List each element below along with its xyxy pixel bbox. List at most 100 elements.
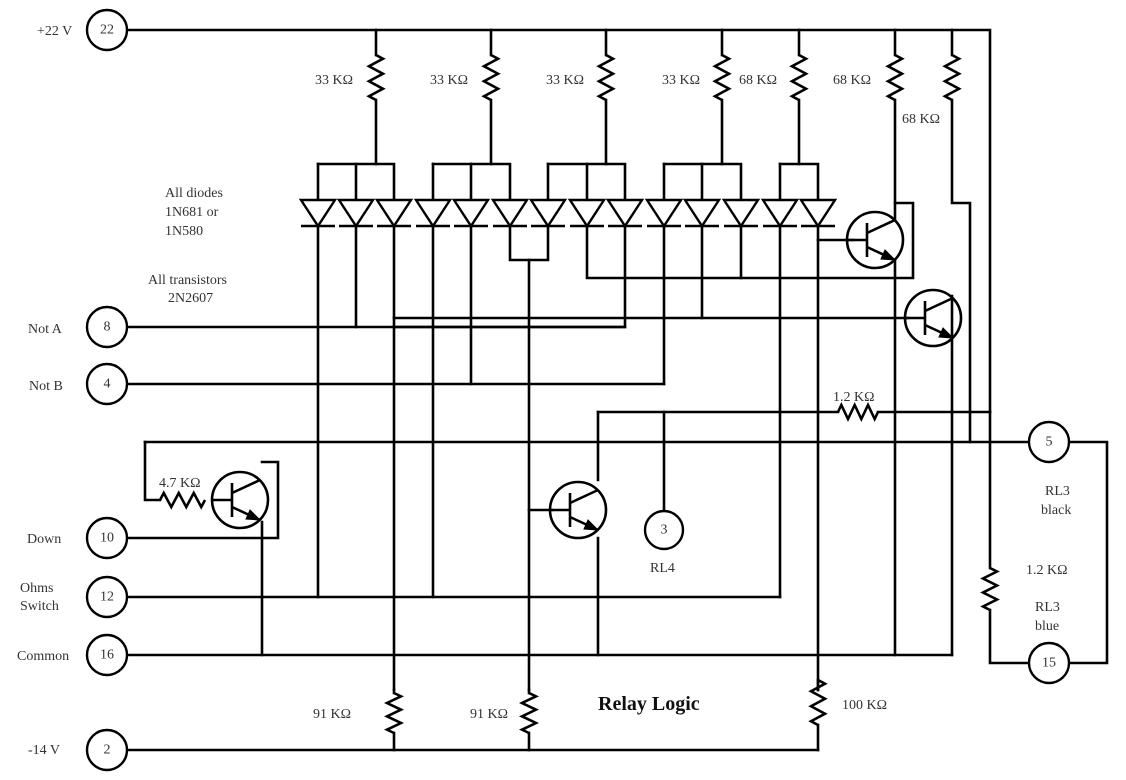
terminal-number: 16 (100, 648, 114, 663)
resistor-r3 (596, 53, 616, 102)
terminal-number: 2 (104, 743, 111, 758)
terminal-circle (85, 575, 129, 619)
terminal-label-15-line1: RL3 (1035, 600, 1060, 615)
transistor-q2 (903, 288, 963, 348)
wire-16 (431, 162, 512, 202)
diode-triangle (413, 198, 453, 229)
resistor-label-r3: 33 KΩ (546, 73, 584, 88)
wire-13 (316, 162, 396, 202)
resistor-label-r11: 91 KΩ (313, 707, 351, 722)
terminal-22: 22 (85, 8, 129, 52)
resistor-r7 (942, 53, 962, 102)
terminal-label-5-line2: black (1041, 503, 1071, 518)
diode-5 (451, 198, 491, 229)
terminal-circle (85, 305, 129, 349)
terminal-circle (85, 8, 129, 52)
terminal-number: 5 (1046, 435, 1053, 450)
resistor-label-r13: 100 KΩ (842, 698, 887, 713)
terminal-number: 12 (100, 590, 114, 605)
diode-triangle (490, 198, 530, 229)
labels: +22 V Not A Not B Down Ohms Switch Commo… (17, 24, 1071, 758)
terminal-15: 15 (1027, 641, 1071, 685)
terminal-number: 8 (104, 320, 111, 335)
diode-2 (336, 198, 376, 229)
resistor-label-r2: 33 KΩ (430, 73, 468, 88)
wire-63 (1066, 440, 1109, 665)
diode-1 (298, 198, 338, 229)
diode-triangle (451, 198, 491, 229)
terminal-label-12-line1: Ohms (20, 581, 53, 596)
resistor-label-r6: 68 KΩ (833, 73, 871, 88)
transistor-q1 (845, 210, 905, 270)
terminal-3: 3 (643, 509, 685, 551)
resistor-r12 (518, 691, 540, 735)
transistor-q3 (210, 470, 270, 530)
diode-triangle (528, 198, 568, 229)
diode-triangle (721, 198, 761, 229)
diode-13 (760, 198, 800, 229)
transistor-collector (569, 488, 599, 505)
resistor-r2 (481, 53, 501, 102)
wire-22 (662, 162, 743, 202)
resistor-r1 (366, 53, 386, 102)
transistor-collector (924, 296, 954, 313)
terminal-number: 10 (100, 531, 114, 546)
transistor-emitter-arrow (938, 327, 955, 339)
terminal-16: 16 (85, 633, 129, 677)
terminal-label-12-line2: Switch (20, 599, 59, 614)
diode-note-line1: All diodes (165, 186, 223, 201)
terminal-label-15-line2: blue (1035, 619, 1059, 634)
diode-6 (490, 198, 530, 229)
terminal-circle (85, 728, 129, 772)
diagram-title: Relay Logic (598, 693, 700, 715)
diode-triangle (798, 198, 838, 229)
resistor-r10 (980, 566, 1000, 612)
diode-triangle (336, 198, 376, 229)
terminal-number: 3 (661, 523, 668, 538)
diode-triangle (644, 198, 684, 229)
resistor-label-r5: 68 KΩ (739, 73, 777, 88)
diode-triangle (760, 198, 800, 229)
wire-28 (950, 98, 972, 444)
transistor-emitter-arrow (880, 249, 897, 261)
wire-34 (508, 226, 550, 262)
terminal-circle (85, 362, 129, 406)
resistor-label-r4: 33 KΩ (662, 73, 700, 88)
terminal-circle (85, 516, 129, 560)
wire-27 (585, 98, 915, 280)
terminal-label-10: Down (27, 532, 61, 547)
wire-55 (126, 460, 280, 540)
terminal-number: 22 (100, 23, 114, 38)
diode-11 (682, 198, 722, 229)
diode-3 (374, 198, 414, 229)
terminal-label-22: +22 V (37, 24, 72, 39)
terminal-label-5-line1: RL3 (1045, 484, 1070, 499)
terminal-10: 10 (85, 516, 129, 560)
resistors (158, 53, 1000, 735)
diode-row (298, 198, 838, 229)
wire-0 (126, 28, 992, 414)
wire-62 (988, 608, 1032, 665)
wire-54 (143, 440, 162, 502)
terminal-5: 5 (1027, 420, 1071, 464)
resistor-r11 (383, 691, 405, 735)
resistor-r13 (808, 678, 828, 727)
terminal-label-8: Not A (28, 322, 63, 337)
resistor-r8 (836, 401, 880, 423)
terminal-circle (1027, 420, 1071, 464)
diode-4 (413, 198, 453, 229)
terminal-circle (1027, 641, 1071, 685)
diode-8 (567, 198, 607, 229)
terminal-number: 15 (1042, 656, 1056, 671)
diode-triangle (298, 198, 338, 229)
terminal-label-3: RL4 (650, 561, 675, 576)
diode-14 (798, 198, 838, 229)
diode-triangle (374, 198, 414, 229)
resistor-label-r7: 68 KΩ (902, 112, 940, 127)
resistor-r4 (712, 53, 732, 102)
transistor-collector (866, 218, 896, 235)
diode-12 (721, 198, 761, 229)
terminal-label-16: Common (17, 649, 69, 664)
diode-triangle (605, 198, 645, 229)
transistor-collector (231, 478, 261, 495)
